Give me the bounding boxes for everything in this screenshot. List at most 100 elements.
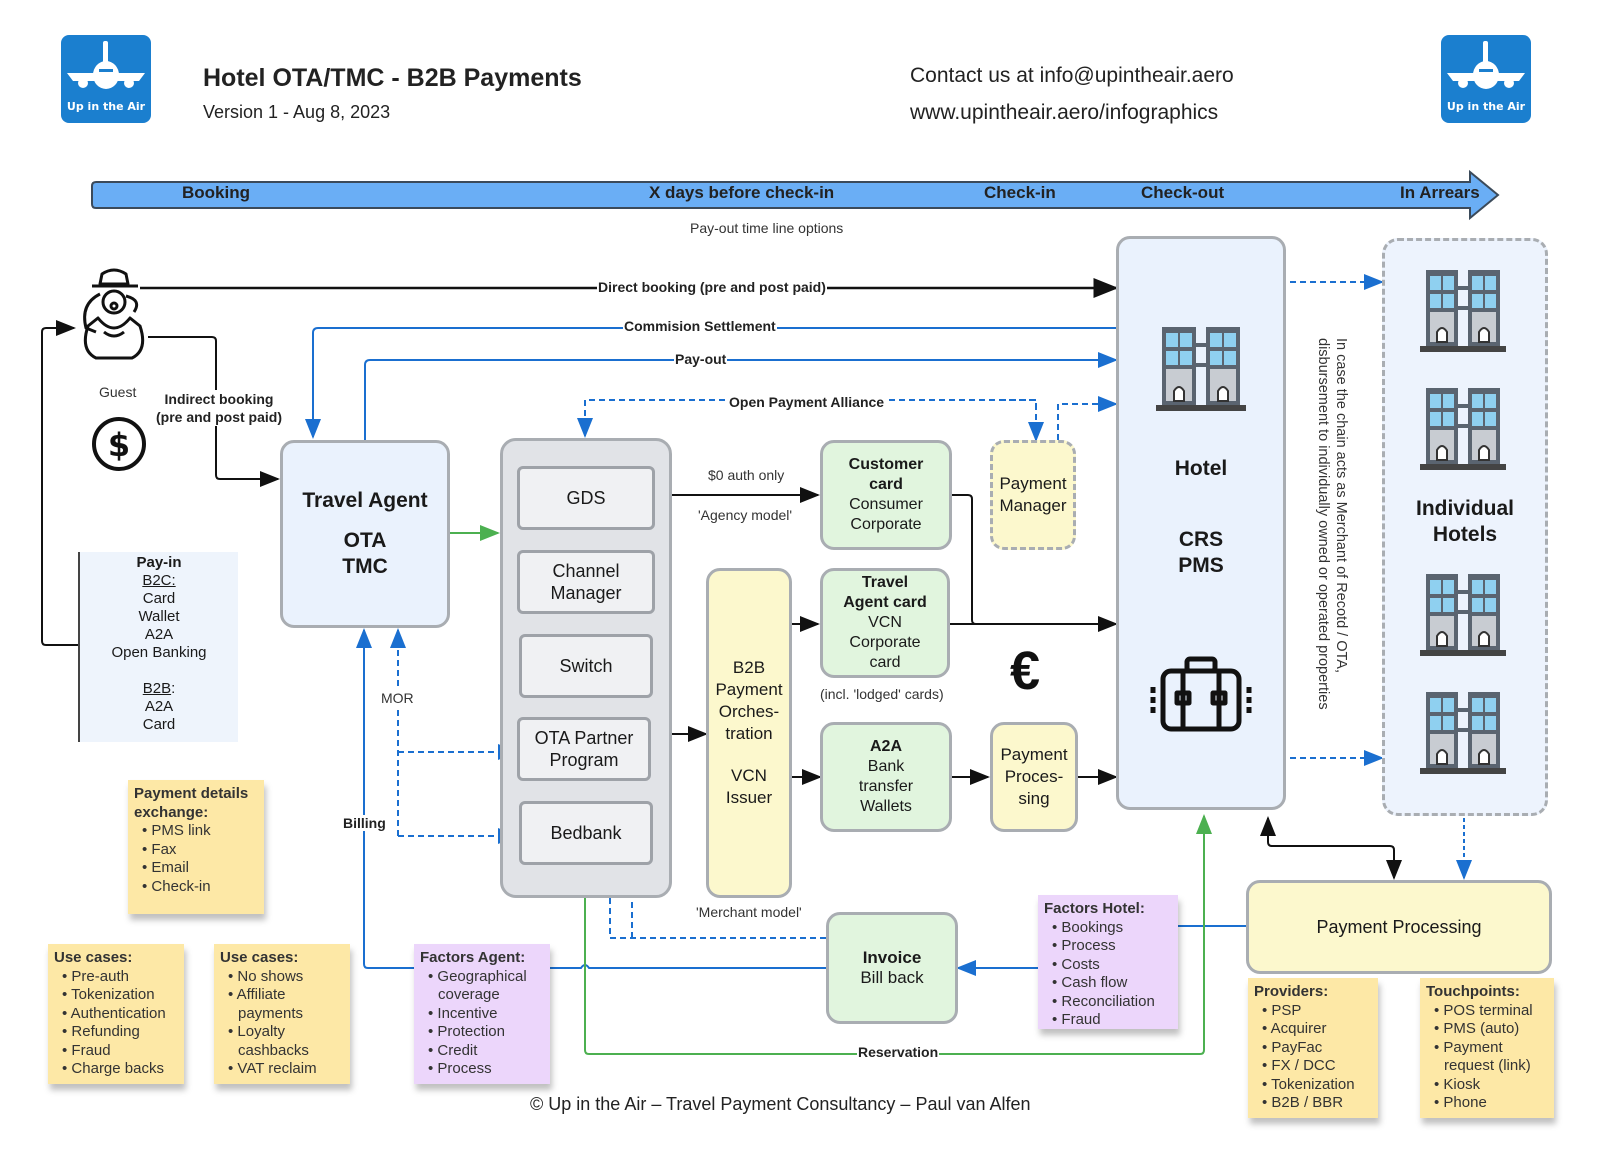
travel-agent-line: OTA bbox=[343, 529, 387, 552]
customer-card-title: card bbox=[869, 476, 903, 493]
sticky-item: Kiosk bbox=[1434, 1076, 1548, 1095]
a2a-box[interactable]: A2A Bank transfer Wallets bbox=[820, 722, 952, 832]
use-cases-sticky-1: Use cases: Pre-auth Tokenization Authent… bbox=[48, 944, 184, 1084]
mor-label: MOR bbox=[381, 690, 414, 706]
commission-label: Commision Settlement bbox=[623, 318, 777, 334]
billing-label: Billing bbox=[342, 815, 387, 831]
sticky-item: FX / DCC bbox=[1262, 1057, 1372, 1076]
touchpoints-sticky: Touchpoints: POS terminal PMS (auto) Pay… bbox=[1420, 978, 1554, 1118]
payin-panel: Pay-in B2C: Card Wallet A2A Open Banking… bbox=[78, 552, 238, 742]
timeline-arrow bbox=[91, 169, 1500, 221]
timeline-stage-x-days: X days before check-in bbox=[649, 183, 835, 202]
sticky-title: Touchpoints: bbox=[1426, 983, 1520, 1000]
dollar-icon: $ bbox=[92, 417, 146, 471]
hotel-box[interactable]: Hotel CRS PMS bbox=[1116, 236, 1286, 810]
b2b-orchestration-box[interactable]: B2B Payment Orches- tration VCN Issuer bbox=[706, 568, 792, 898]
payin-b2c-item: Open Banking bbox=[111, 644, 207, 661]
sticky-item: Fax bbox=[142, 841, 258, 860]
factors-hotel-sticky: Factors Hotel: Bookings Process Costs Ca… bbox=[1038, 895, 1178, 1029]
sticky-item: Cash flow bbox=[1052, 974, 1172, 993]
ota-partner-program-box[interactable]: OTA Partner Program bbox=[517, 717, 651, 781]
note-line: disbursement to individually owned or op… bbox=[1315, 338, 1331, 710]
airplane-icon bbox=[67, 41, 145, 89]
opa-to-pm bbox=[1000, 399, 1044, 442]
payment-processing-small-box[interactable]: Payment Proces- sing bbox=[990, 722, 1078, 832]
hotel-building-icon bbox=[1420, 691, 1506, 775]
merchant-of-record-note: In case the chain acts as Merchant of Re… bbox=[1314, 338, 1350, 728]
guest-icon bbox=[83, 268, 145, 360]
orchestration-line: tration bbox=[725, 724, 773, 743]
gds-box[interactable]: GDS bbox=[517, 466, 655, 530]
sticky-item: PMS (auto) bbox=[1434, 1020, 1548, 1039]
sticky-title: Factors Hotel: bbox=[1044, 900, 1145, 917]
logo-right: Up in the Air bbox=[1441, 35, 1531, 123]
contact-email[interactable]: Contact us at info@upintheair.aero bbox=[910, 64, 1234, 87]
hotel-building-icon bbox=[1420, 573, 1506, 657]
travel-agent-box[interactable]: Travel Agent OTA TMC bbox=[280, 440, 450, 628]
indirect-booking-label-line: Indirect booking bbox=[164, 391, 274, 407]
logo-left: Up in the Air bbox=[61, 35, 151, 123]
pp-small-line: Payment bbox=[1000, 745, 1068, 764]
sticky-item: POS terminal bbox=[1434, 1002, 1548, 1021]
sticky-item: B2B / BBR bbox=[1262, 1094, 1372, 1113]
customer-card-line: Corporate bbox=[850, 516, 922, 533]
customer-card-line: Consumer bbox=[849, 496, 923, 513]
payment-manager-box[interactable]: Payment Manager bbox=[990, 440, 1076, 550]
individual-hotels-title-line: Individual bbox=[1415, 497, 1514, 520]
hotel-building-icon bbox=[1156, 327, 1246, 411]
sticky-item: Process bbox=[1052, 937, 1172, 956]
sticky-item: Process bbox=[428, 1060, 544, 1079]
ta-card-line: card bbox=[869, 654, 901, 671]
sticky-item: Bookings bbox=[1052, 919, 1172, 938]
footer-copyright: © Up in the Air – Travel Payment Consult… bbox=[530, 1094, 1031, 1114]
bedbank-box[interactable]: Bedbank bbox=[519, 801, 653, 865]
individual-hotels-title: Individual Hotels bbox=[1382, 496, 1548, 548]
version-text: Version 1 - Aug 8, 2023 bbox=[203, 102, 391, 122]
payin-b2c-item: Wallet bbox=[138, 608, 180, 625]
logo-text: Up in the Air bbox=[66, 100, 146, 113]
pm-to-hotel bbox=[1057, 396, 1118, 440]
payment-manager-line: Payment bbox=[999, 474, 1067, 493]
sticky-item: PayFac bbox=[1262, 1039, 1372, 1058]
payout-line bbox=[364, 352, 1118, 440]
sticky-item: Acquirer bbox=[1262, 1020, 1372, 1039]
travel-agent-card-box[interactable]: Travel Agent card VCN Corporate card bbox=[820, 568, 950, 678]
indirect-booking-label-line: (pre and post paid) bbox=[156, 409, 282, 425]
commission-line bbox=[305, 327, 1116, 439]
pp-small-line: Proces- bbox=[1004, 767, 1064, 786]
customer-card-box[interactable]: Customer card Consumer Corporate bbox=[820, 440, 952, 550]
sticky-item: Tokenization bbox=[62, 986, 178, 1005]
ta-card-title: Agent card bbox=[843, 594, 927, 611]
luggage-icon bbox=[1150, 656, 1252, 732]
sticky-item: Fraud bbox=[62, 1042, 178, 1061]
sticky-item: Tokenization bbox=[1262, 1076, 1372, 1095]
sticky-item: Phone bbox=[1434, 1094, 1548, 1113]
payment-processing-box[interactable]: Payment Processing bbox=[1246, 880, 1552, 974]
reservation-label: Reservation bbox=[857, 1044, 940, 1060]
customer-card-title: Customer bbox=[848, 456, 924, 473]
individual-hotels-box[interactable] bbox=[1382, 238, 1548, 816]
invoice-box[interactable]: Invoice Bill back bbox=[826, 912, 958, 1024]
payin-title: Pay-in bbox=[136, 554, 182, 571]
switch-box[interactable]: Switch bbox=[519, 634, 653, 698]
sticky-item: Protection bbox=[428, 1023, 544, 1042]
ta-card-title: Travel bbox=[861, 574, 909, 591]
channel-manager-box[interactable]: Channel Manager bbox=[517, 550, 655, 614]
payin-b2c-item: A2A bbox=[144, 626, 174, 643]
direct-booking-label: Direct booking (pre and post paid) bbox=[597, 279, 827, 295]
euro-icon: € bbox=[1010, 641, 1041, 701]
website-link[interactable]: www.upintheair.aero/infographics bbox=[910, 101, 1219, 124]
issuer-line: Issuer bbox=[725, 788, 773, 807]
a2a-line: Bank bbox=[867, 758, 905, 775]
payin-b2b-item: A2A bbox=[144, 698, 174, 715]
timeline-caption: Pay-out time line options bbox=[690, 220, 844, 236]
agency-model-label: 'Agency model' bbox=[698, 507, 793, 523]
sticky-item: Reconciliation bbox=[1052, 993, 1172, 1012]
hotel-title: Hotel bbox=[1174, 457, 1228, 480]
lodged-cards-label: (incl. 'lodged' cards) bbox=[820, 686, 944, 702]
invoice-title: Invoice bbox=[862, 948, 922, 967]
sticky-item: Authentication bbox=[62, 1005, 178, 1024]
